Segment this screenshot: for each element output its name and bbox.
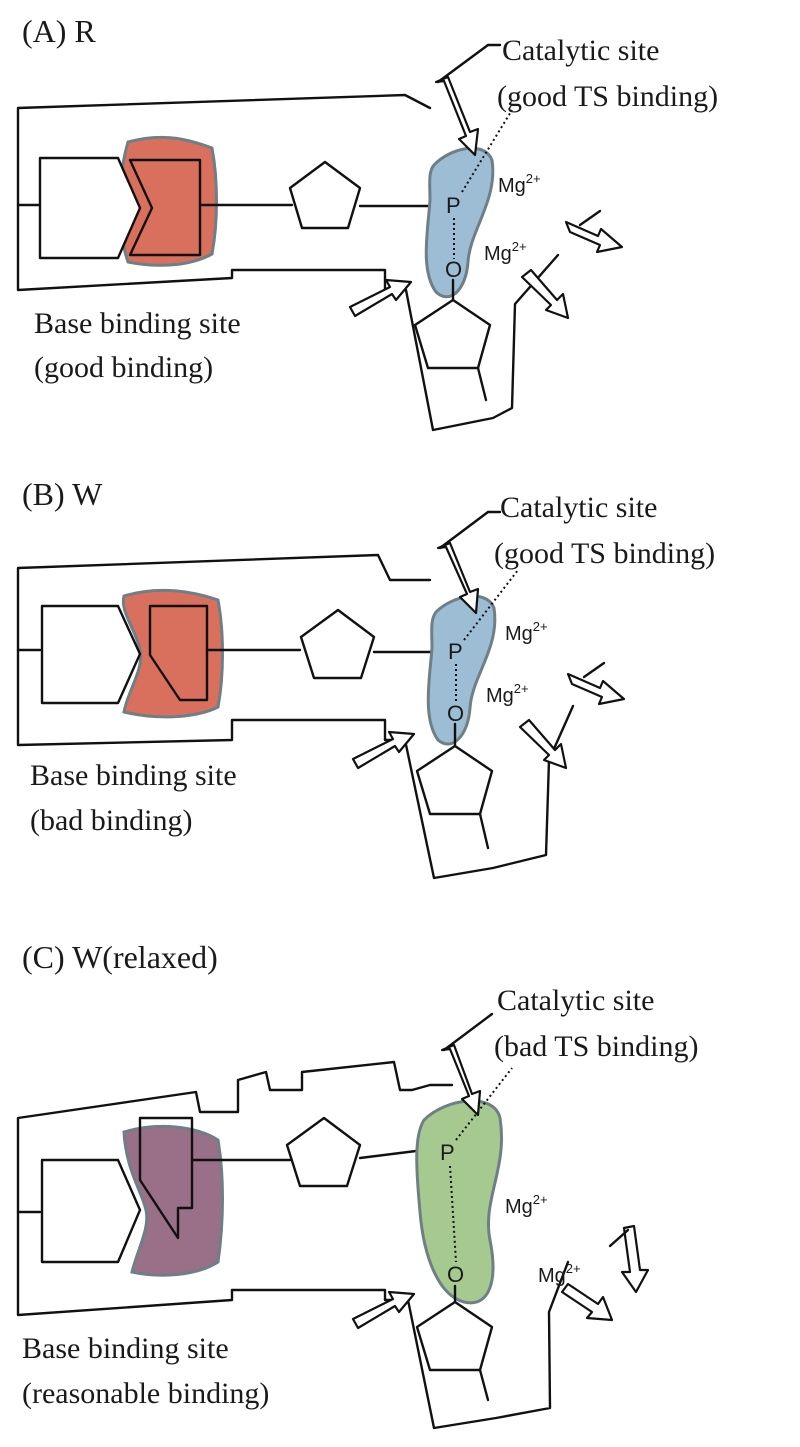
panel-a-catalytic-leader: [436, 43, 490, 84]
panel-c-p-o-dotted: [449, 1165, 457, 1263]
panel-c-p-label: P: [440, 1140, 455, 1165]
panel-a-base-binding: (good binding): [34, 351, 213, 384]
panel-b-base-ring: [40, 604, 142, 705]
panel-a-base-ring: [38, 156, 142, 260]
panel-b-arrow-upper-right: [566, 672, 626, 706]
panel-b-arrow-lower-right: [518, 718, 568, 770]
panel-b-title: (B) W: [22, 476, 103, 512]
panel-a-mg-upper: Mg2+: [498, 171, 541, 197]
panel-b-lower-sugar: [415, 744, 494, 816]
panel-b-lower-bond: [478, 812, 490, 850]
panel-c-base-ring: [40, 1158, 142, 1264]
panel-b-arrow-stub: [582, 661, 606, 679]
panel-b-arrow-left: [351, 730, 416, 770]
panel-c-arrow-stub: [608, 1228, 630, 1248]
panel-a-title: (A) R: [22, 13, 96, 49]
panel-c-arrow-upper-right: [620, 1224, 650, 1294]
panel-a-arrow-upper-right: [564, 220, 624, 254]
panel-c-arrow-catalytic: [440, 1043, 482, 1117]
panel-a-p-label: P: [446, 193, 461, 218]
panel-b-catalytic-label: Catalytic site: [500, 491, 657, 524]
panel-c-o-label: O: [447, 1262, 464, 1287]
panel-b-base-pocket: [121, 588, 224, 719]
panel-a-catalytic-pocket: [424, 146, 495, 299]
panel-c-mg-upper: Mg2+: [505, 1192, 548, 1218]
panel-a-sugar-ring: [288, 160, 362, 230]
panel-a-base-insert: [128, 158, 202, 257]
panel-b-catalytic-pocket: [426, 594, 497, 746]
panel-a-arrow-lower-right: [520, 268, 570, 320]
panel-a-arrow-left: [348, 278, 413, 318]
panel-c-lower-sugar: [415, 1300, 494, 1372]
panel-c-protein-outline: [16, 1060, 570, 1430]
panel-a-lower-sugar: [413, 298, 492, 370]
panel-c-catalytic-leader: [442, 1012, 494, 1052]
panel-b-catalytic-leader: [438, 510, 490, 550]
panel-a-ts-dotted: [461, 109, 513, 193]
panel-a-catalytic-binding: (good TS binding): [497, 80, 718, 113]
panel-c-catalytic-pocket: [415, 1099, 503, 1305]
panel-c-sugar-ring: [285, 1116, 362, 1188]
panel-b-mg-lower: Mg2+: [486, 681, 529, 707]
panel-b: (B) W P O Mg2+ Mg2+ Catalytic site (good…: [16, 476, 715, 880]
panel-a-arrow-stub: [578, 209, 602, 227]
panel-b-mg-upper: Mg2+: [505, 619, 548, 645]
panel-c-arrow-lower-right: [560, 1282, 614, 1322]
panel-c-ts-dotted: [455, 1067, 513, 1141]
panel-c: (C) W(relaxed) P O Mg2+ Mg2+ Catalytic s…: [16, 939, 698, 1430]
panel-a-lower-bond: [476, 366, 488, 402]
panel-c-base-binding: (reasonable binding): [22, 1377, 269, 1410]
panel-a-mg-lower: Mg2+: [484, 239, 527, 265]
panel-c-base-label: Base binding site: [22, 1332, 229, 1365]
panel-c-catalytic-binding: (bad TS binding): [494, 1030, 698, 1063]
panel-c-title: (C) W(relaxed): [22, 939, 218, 975]
panel-b-catalytic-binding: (good TS binding): [494, 537, 715, 570]
panel-b-p-label: P: [448, 639, 463, 664]
panel-b-protein-outline: [16, 553, 575, 880]
panel-a-base-label: Base binding site: [34, 307, 241, 340]
panel-c-base-pocket: [122, 1124, 224, 1277]
panel-b-sugar-ring: [299, 608, 376, 680]
panel-b-base-insert: [148, 604, 209, 702]
panel-c-catalytic-label: Catalytic site: [497, 984, 654, 1017]
panel-a-catalytic-label: Catalytic site: [502, 34, 659, 67]
panel-b-arrow-catalytic: [436, 541, 480, 615]
panel-a: (A) R P O Mg2+ Mg2+: [16, 13, 718, 432]
panel-a-o-label: O: [445, 257, 462, 282]
panel-b-o-label: O: [447, 701, 464, 726]
panel-c-arrow-left: [351, 1290, 416, 1330]
panel-c-base-insert: [138, 1116, 194, 1240]
panel-c-mg-lower: Mg2+: [538, 1261, 581, 1287]
panel-b-base-binding: (bad binding): [30, 804, 192, 837]
panel-b-base-label: Base binding site: [30, 759, 237, 792]
panel-c-lower-bond: [478, 1368, 490, 1402]
panel-a-arrow-catalytic: [434, 75, 480, 157]
